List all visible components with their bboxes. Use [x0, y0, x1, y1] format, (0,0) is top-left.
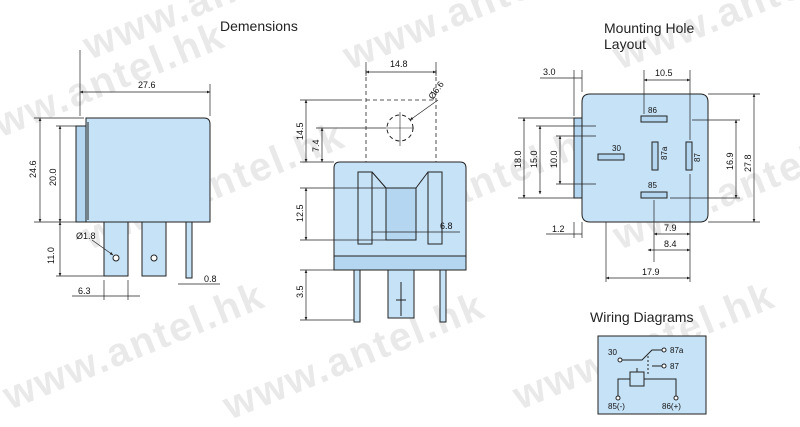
dim-side-width: 27.6: [138, 80, 156, 90]
front-view: [300, 62, 467, 323]
dim-side-pin-thickness: 0.8: [204, 274, 217, 284]
dim-mount-h18: 18.0: [513, 150, 523, 168]
mounting-title-line1: Mounting Hole: [604, 20, 694, 36]
dim-mount-left-gap: 1.2: [552, 224, 565, 234]
dim-side-height-total: 24.6: [28, 160, 38, 178]
wiring-label-86: 86(+): [662, 402, 681, 411]
side-body-main: [85, 117, 211, 223]
dim-mount-w17-9: 17.9: [642, 267, 660, 277]
dim-mount-w8-4: 8.4: [664, 239, 677, 249]
terminal-left: [103, 221, 129, 277]
slot-30: [597, 153, 625, 161]
terminal-right: [141, 221, 167, 277]
dim-mount-h27-8: 27.8: [743, 154, 753, 172]
dim-mount-top-width: 10.5: [655, 68, 673, 78]
pin-label-86: 86: [648, 106, 657, 115]
terminal-side: [185, 221, 193, 279]
dim-front-hole-center: 7.4: [311, 139, 321, 152]
dim-side-height-body: 20.0: [48, 168, 58, 186]
dim-mount-top-offset: 3.0: [543, 67, 556, 77]
slot-85: [640, 191, 668, 199]
dim-mount-h10: 10.0: [549, 150, 559, 168]
wiring-title: Wiring Diagrams: [590, 309, 693, 325]
dim-side-hole-dia: Ø1.8: [76, 231, 96, 241]
wiring-label-87a: 87a: [670, 346, 684, 355]
wiring-label-85: 85(-): [608, 402, 625, 411]
front-flange-outline: [365, 70, 437, 162]
dim-mount-w7-9: 7.9: [664, 223, 677, 233]
watermark-text: www.antel.hk: [336, 0, 611, 79]
mounting-view: [518, 70, 760, 282]
dim-front-hole-dia: Ø6.6: [426, 79, 445, 101]
terminal-hole-left: [112, 254, 120, 262]
dim-side-pin-length: 11.0: [46, 247, 56, 264]
slot-87: [685, 141, 693, 171]
terminal-hole-right: [150, 254, 158, 262]
slot-87a: [651, 141, 659, 171]
front-center-block: [385, 187, 417, 241]
slot-86: [640, 115, 668, 123]
dim-mount-h16-9: 16.9: [725, 152, 735, 170]
pin-label-30: 30: [612, 144, 621, 153]
wiring-box: [597, 335, 707, 415]
dim-front-hole-spacing: 14.8: [390, 59, 408, 69]
mounting-title-line2: Layout: [604, 36, 646, 52]
wiring-diagram: [597, 335, 707, 415]
dim-front-flange-height: 14.5: [295, 122, 305, 140]
wiring-label-30: 30: [608, 348, 617, 357]
side-view: [34, 50, 220, 300]
pin-label-87: 87: [693, 153, 702, 162]
pin-label-87a: 87a: [660, 146, 669, 160]
dim-front-inner-width: 6.8: [440, 221, 453, 231]
pin-label-85: 85: [648, 181, 657, 190]
dim-front-pin-length: 3.5: [295, 285, 305, 298]
dimensions-title: Demensions: [220, 18, 298, 34]
dim-front-body-height: 12.5: [295, 204, 305, 222]
mounting-body: [581, 93, 709, 223]
dim-mount-h15: 15.0: [529, 150, 539, 168]
wiring-label-87: 87: [670, 362, 679, 371]
dim-side-pin-offset: 6.3: [78, 286, 91, 296]
front-base: [333, 255, 467, 271]
